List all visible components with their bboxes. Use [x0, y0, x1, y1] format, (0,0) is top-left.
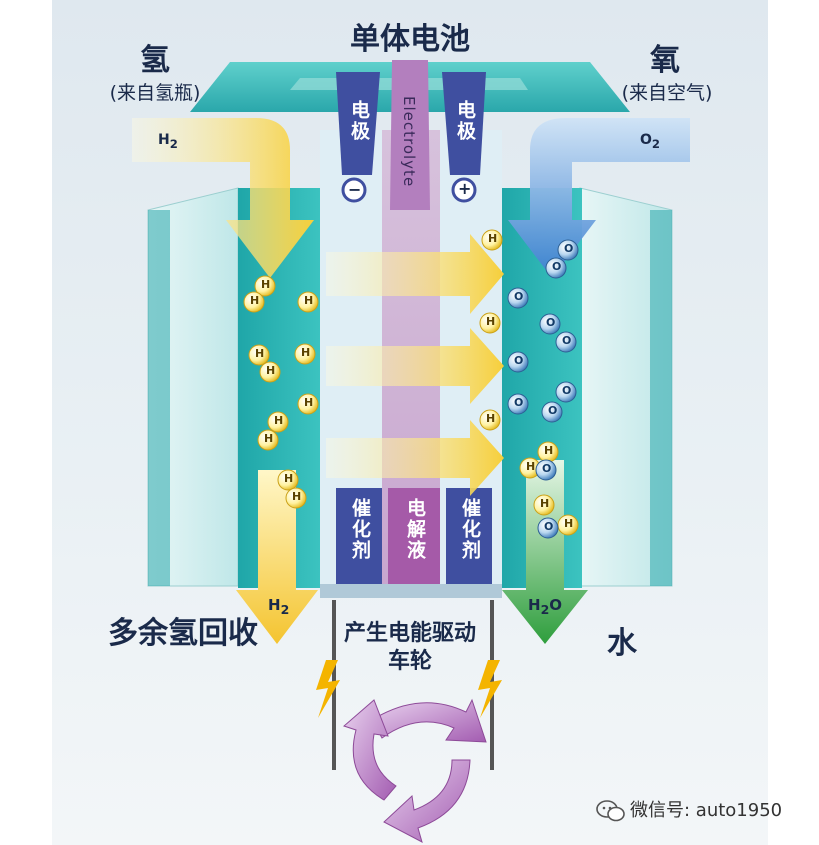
membrane-label: 电解液: [404, 498, 426, 561]
hydrogen-atom-letter: H: [250, 294, 260, 307]
hydrogen-atom-letter: H: [284, 472, 294, 485]
oxygen-atom-letter: O: [562, 334, 572, 347]
hydrogen-atom-letter: H: [264, 432, 274, 445]
hydrogen-atom-letter: H: [526, 460, 536, 473]
oxygen-atom-letter: O: [544, 520, 554, 533]
wechat-icon: [596, 800, 625, 822]
rotation-cycle-icon: [343, 698, 487, 843]
oxygen-inlet-arrow: [508, 118, 690, 278]
o2-inlet-formula: O2: [640, 132, 661, 151]
positive-terminal-icon: [451, 177, 477, 203]
oxygen-atom-letter: O: [542, 462, 552, 475]
lightning-left-icon: [316, 660, 340, 718]
oxygen-atom-letter: O: [552, 260, 562, 273]
h2o-outlet-formula: H2O: [528, 596, 563, 617]
hydrogen-atom-letter: H: [301, 346, 311, 359]
hydrogen-atom-letter: H: [261, 278, 271, 291]
oxygen-atom-letter: O: [514, 396, 524, 409]
proton-arrow-1: [326, 234, 504, 314]
oxygen-atom-letter: O: [546, 316, 556, 329]
proton-arrow-2: [326, 328, 504, 404]
catalyst-left-label: 催化剂: [349, 498, 371, 561]
cathode-electrode: [442, 72, 486, 175]
hydrogen-atom-letter: H: [544, 444, 554, 457]
membrane-block: [388, 488, 440, 584]
electrolyte-label: Electrolyte: [400, 96, 418, 188]
hydrogen-atom-letter: H: [486, 412, 496, 425]
h2-inlet-formula: H2: [158, 132, 178, 151]
hydrogen-atom-letter: H: [255, 347, 265, 360]
oxygen-atom-letter: O: [564, 242, 574, 255]
hydrogen-atom-letter: H: [304, 294, 314, 307]
h2-outlet-formula: H2: [268, 596, 290, 617]
cathode-label: 电极: [454, 100, 476, 142]
hydrogen-atom-letter: H: [488, 232, 498, 245]
negative-sign: −: [348, 180, 362, 199]
hydrogen-atom-letter: H: [540, 497, 550, 510]
power-output-label: 产生电能驱动车轮: [343, 621, 476, 674]
excess-hydrogen-label: 多余氢回收: [108, 616, 258, 651]
watermark-text: 微信号: auto1950: [630, 800, 783, 821]
catalyst-right-label: 催化剂: [459, 498, 481, 561]
oxygen-atom-letter: O: [562, 384, 572, 397]
hydrogen-atom-letter: H: [266, 364, 276, 377]
hydrogen-inlet-arrow: [132, 118, 314, 278]
hydrogen-source-label: (来自氢瓶): [109, 82, 201, 104]
hydrogen-label: 氢: [140, 43, 170, 78]
oxygen-source-label: (来自空气): [621, 82, 713, 104]
hydrogen-outlet-arrow: [236, 470, 318, 644]
hydrogen-atom-letter: H: [292, 490, 302, 503]
catalyst-left-block: [336, 488, 382, 584]
watermark: 微信号: auto1950: [596, 796, 782, 822]
anode-electrode: [336, 72, 380, 175]
hydrogen-atom-letter: H: [274, 414, 284, 427]
electrolyte-strip: [390, 60, 430, 210]
positive-sign: +: [458, 179, 472, 198]
catalyst-right-block: [446, 488, 492, 584]
diagram-title: 单体电池: [350, 22, 470, 57]
hydrogen-atom-letter: H: [304, 396, 314, 409]
oxygen-atom-letter: O: [548, 404, 558, 417]
oxygen-atom-letter: O: [514, 290, 524, 303]
anode-label: 电极: [348, 100, 370, 142]
hydrogen-atom-letter: H: [486, 315, 496, 328]
oxygen-label: 氧: [650, 43, 680, 78]
negative-terminal-icon: [341, 177, 367, 203]
lightning-right-icon: [478, 660, 502, 718]
oxygen-atom-letter: O: [514, 354, 524, 367]
oxygen-atoms: [507, 239, 579, 539]
proton-arrow-3: [326, 420, 504, 496]
hydrogen-atom-letter: H: [564, 517, 574, 530]
water-outlet-arrow: [502, 460, 588, 644]
water-label: 水: [607, 626, 637, 661]
